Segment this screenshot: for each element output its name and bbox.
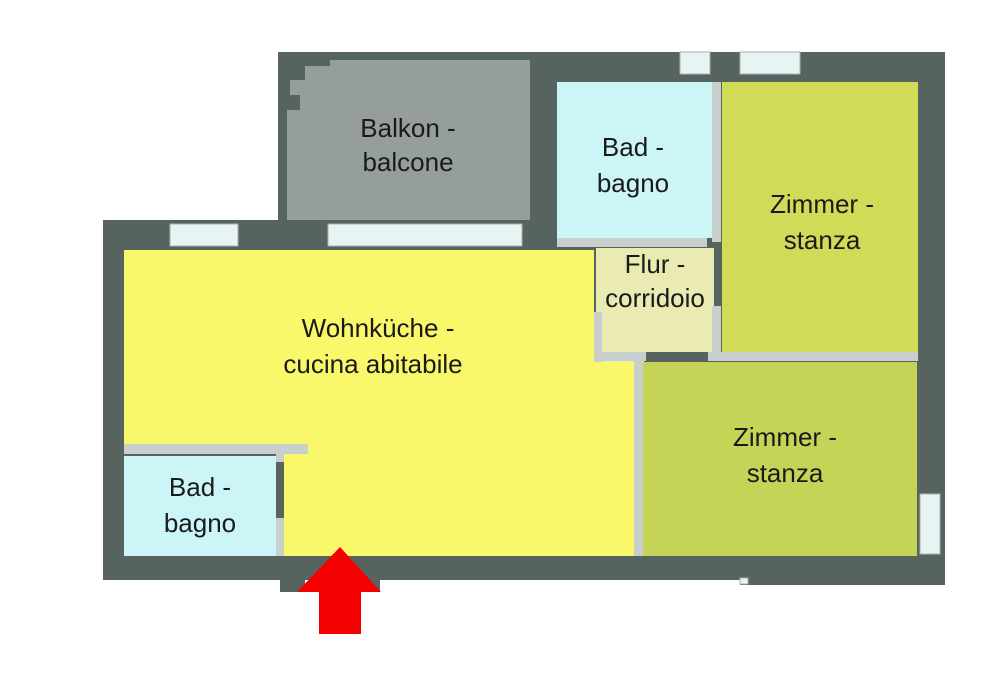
window-kitchen-balcony [327, 223, 523, 247]
window-bottom [739, 577, 749, 585]
room-hall [596, 248, 714, 362]
label-hall-1: Flur - [625, 249, 686, 279]
partition-hall-room-top [712, 82, 721, 242]
window-kitchen-left [169, 223, 239, 247]
label-bath-top-2: bagno [597, 168, 669, 198]
label-zimmer-top-2: stanza [784, 225, 861, 255]
windows [169, 51, 941, 585]
room-balcony [287, 60, 530, 220]
label-bath-bottom-1: Bad - [169, 472, 231, 502]
room-zimmer-top [722, 82, 918, 352]
label-bath-bottom-2: bagno [164, 508, 236, 538]
window-zimmer-top [739, 51, 801, 75]
label-hall-2: corridoio [605, 283, 705, 313]
partition-bath-side-top [276, 454, 284, 462]
label-balcony-1: Balkon - [360, 113, 455, 143]
partition-hall-room-mid [712, 306, 721, 354]
partition-bath-hall [557, 238, 707, 247]
window-zimmer-right [919, 493, 941, 555]
window-bath-top [679, 51, 711, 75]
label-balcony-2: balcone [362, 147, 453, 177]
label-kitchen-1: Wohnküche - [302, 313, 455, 343]
label-zimmer-bottom-2: stanza [747, 458, 824, 488]
label-zimmer-top-1: Zimmer - [770, 189, 874, 219]
partitions [124, 82, 918, 556]
room-bath-top [557, 82, 712, 238]
label-bath-top-1: Bad - [602, 132, 664, 162]
label-kitchen-2: cucina abitabile [283, 349, 462, 379]
rooms [124, 60, 918, 556]
room-zimmer-bottom [643, 362, 917, 556]
partition-bath-side [276, 518, 284, 556]
label-zimmer-bottom-1: Zimmer - [733, 422, 837, 452]
room-labels: Balkon - balcone Bad - bagno Zimmer - st… [164, 113, 874, 538]
partition-bath-kitchen [124, 444, 308, 454]
partition-kitchen-room [634, 358, 643, 556]
partition-rooms [708, 352, 918, 361]
partition-hall-left [594, 312, 602, 362]
room-kitchen [124, 250, 636, 556]
room-bath-bottom [124, 456, 276, 556]
partition-hall-bottom [596, 352, 646, 361]
entrance-arrow-icon [297, 547, 381, 634]
